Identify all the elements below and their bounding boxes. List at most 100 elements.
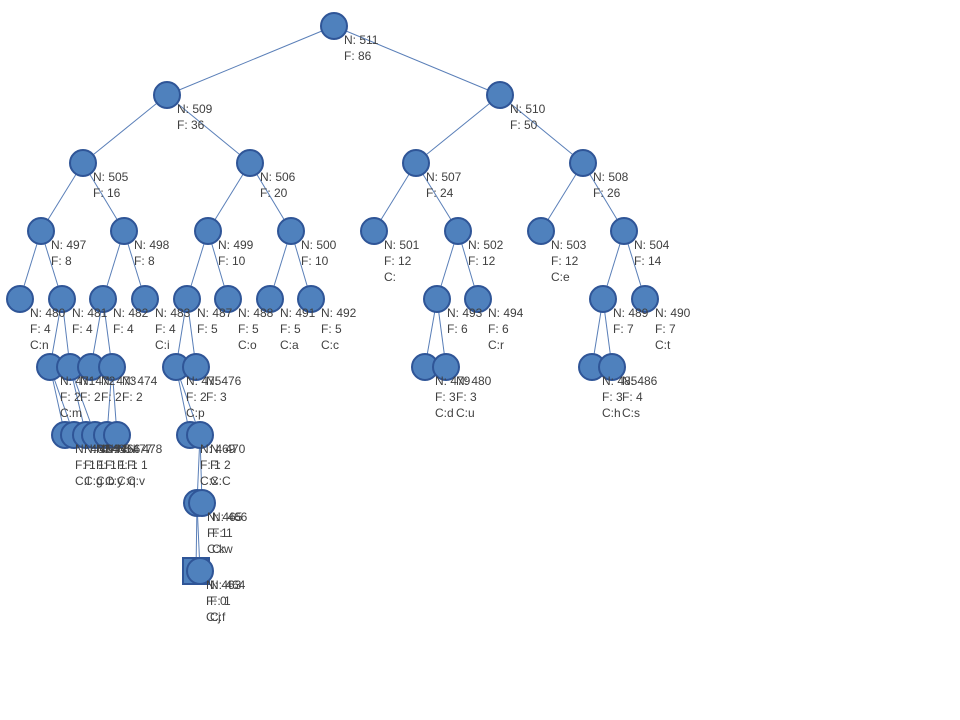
node-label-line: N: 472: [80, 374, 116, 388]
node-label-line: N: 502: [468, 238, 504, 252]
tree-node: [320, 12, 348, 40]
node-label-line: F: 3: [602, 390, 623, 404]
node-label-line: F: 12: [384, 254, 412, 268]
node-label-line: C:: [384, 270, 396, 284]
node-label-line: N: 490: [655, 306, 691, 320]
node-label-line: C:h: [602, 406, 621, 420]
node-label-line: C:i: [155, 338, 170, 352]
node-label-line: N: 509: [177, 102, 213, 116]
node-label-line: F: 5: [280, 322, 301, 336]
node-label-line: C:s: [622, 406, 640, 420]
node-label-line: N: 485: [602, 374, 638, 388]
node-label: N: 485 F: 3 C:h: [602, 374, 638, 420]
node-label-line: F: 2: [80, 390, 101, 404]
tree-node: [589, 285, 617, 313]
node-label-line: F: 1: [212, 526, 233, 540]
node-label-line: N: 481: [72, 306, 108, 320]
node-label-line: F: 1: [96, 458, 117, 472]
node-label-line: N: 471: [60, 374, 96, 388]
node-label: N: 482 F: 4: [113, 306, 149, 336]
node-label-line: N: 507: [426, 170, 462, 184]
node-label-line: N: 466: [212, 510, 248, 524]
tree-node: [182, 353, 210, 381]
node-label-line: N: 482: [113, 306, 149, 320]
tree-node: [464, 285, 492, 313]
tree-edge: [333, 25, 501, 96]
node-label-line: N: 465: [96, 442, 132, 456]
node-label-line: F: 2: [101, 390, 122, 404]
node-label-line: N: 474: [122, 374, 158, 388]
node-label-line: C:u: [456, 406, 475, 420]
tree-node: [214, 285, 242, 313]
node-label-line: N: 492: [321, 306, 357, 320]
tree-node: [402, 149, 430, 177]
node-label: N: 500 F: 10: [301, 238, 337, 268]
node-label-line: C:y: [105, 474, 123, 488]
node-label-line: N: 477: [117, 442, 153, 456]
tree-node: [423, 285, 451, 313]
node-label-line: F: 8: [134, 254, 155, 268]
node-label-line: N: 486: [622, 374, 658, 388]
node-label-line: N: 469: [200, 442, 236, 456]
node-label-line: C:n: [30, 338, 49, 352]
tree-node: [98, 353, 126, 381]
tree-node: [110, 217, 138, 245]
node-label-line: C:g: [84, 474, 103, 488]
node-label-line: F: 4: [113, 322, 134, 336]
node-label-line: F: 14: [634, 254, 662, 268]
node-label-line: F: 5: [238, 322, 259, 336]
node-label-line: C:j: [206, 610, 221, 624]
tree-node: [486, 81, 514, 109]
node-label-line: F: 86: [344, 49, 372, 63]
node-label-line: F: 10: [301, 254, 329, 268]
node-label-line: N: 504: [634, 238, 670, 252]
node-label-line: C:e: [551, 270, 570, 284]
node-label-line: N: 483: [155, 306, 191, 320]
node-label-line: F: 1: [75, 458, 96, 472]
node-label-line: C:k: [207, 542, 226, 556]
node-label-line: F: 6: [488, 322, 509, 336]
tree-edge: [82, 94, 168, 164]
node-label-line: C:t: [655, 338, 671, 352]
tree-node: [131, 285, 159, 313]
node-label-line: N: 500: [301, 238, 337, 252]
node-label-line: F: 4: [155, 322, 176, 336]
node-label-line: F: 16: [93, 186, 121, 200]
node-label-line: N: 505: [93, 170, 129, 184]
node-label-line: N: 499: [218, 238, 254, 252]
node-label-line: N: 466: [105, 442, 141, 456]
node-label-line: F: 1: [200, 458, 221, 472]
node-label-line: F: 4: [72, 322, 93, 336]
tree-node: [277, 217, 305, 245]
tree-node: [432, 353, 460, 381]
node-label-line: N: 491: [280, 306, 316, 320]
node-label-line: C:f: [210, 610, 226, 624]
node-label-line: C:w: [212, 542, 233, 556]
node-label-line: C:q: [117, 474, 136, 488]
node-label-line: N: 464: [84, 442, 120, 456]
node-label-line: F: 4: [622, 390, 643, 404]
node-label-line: N: 465: [207, 510, 243, 524]
tree-edge: [166, 94, 251, 164]
node-label-line: F: 7: [613, 322, 634, 336]
node-label-line: F: 2: [60, 390, 81, 404]
